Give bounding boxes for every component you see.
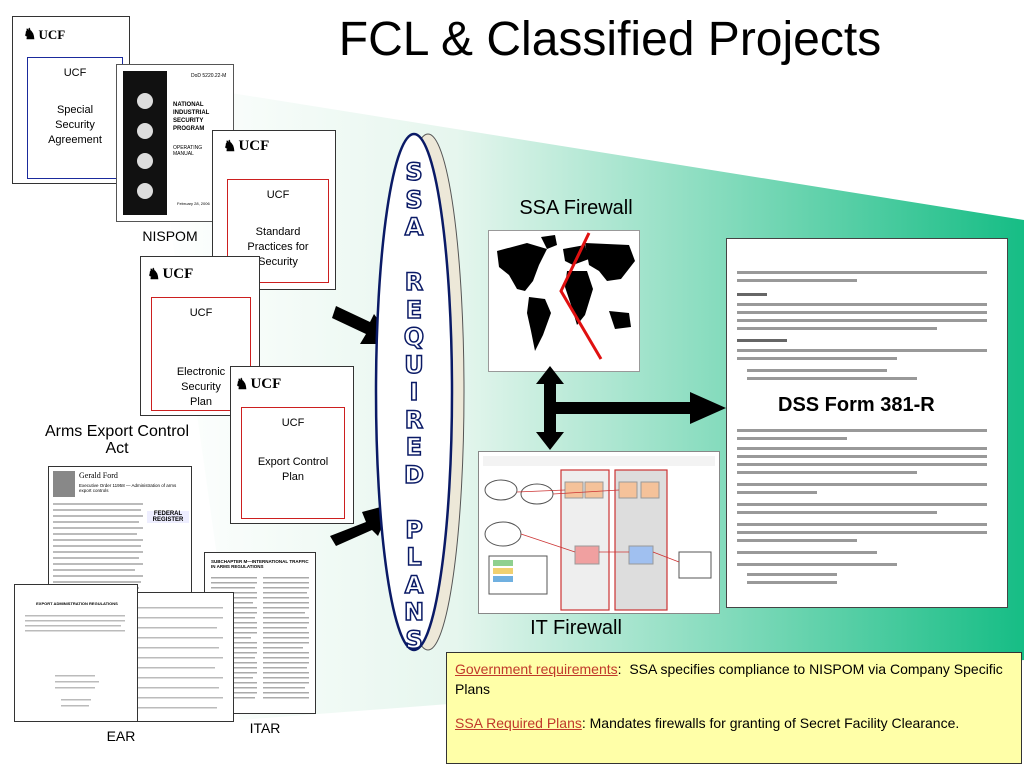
network-diagram-svg	[483, 456, 715, 611]
dss-form-label: DSS Form 381-R	[778, 394, 935, 416]
gov-requirements-paragraph: Government requirements: SSA specifies c…	[455, 661, 1003, 697]
nispom-subtitle: OPERATING MANUAL	[173, 145, 203, 157]
ssa-plans-letter: R	[404, 267, 424, 297]
pegasus-icon: ♞	[235, 377, 249, 393]
pegasus-icon: ♞	[147, 267, 161, 283]
ssa-firewall-label: SSA Firewall	[519, 197, 633, 219]
pegasus-icon: ♞	[223, 139, 237, 155]
ssa-plans-letter: P	[404, 515, 423, 545]
ecp-body: Export Control Plan	[257, 456, 329, 483]
text-lines	[211, 577, 309, 699]
nispom-date: February 28, 2006	[177, 201, 210, 206]
ecp-inner-box: UCF Export Control Plan	[241, 407, 345, 519]
greenland-shape	[541, 235, 557, 249]
nispom-black-band	[123, 71, 167, 215]
ssa-required-plans-oval	[374, 132, 465, 652]
gov-requirements-link[interactable]: Government requirements	[455, 661, 618, 677]
ucf-logo: ♞UCF	[23, 26, 66, 44]
ear-caption: EAR	[106, 728, 136, 744]
asia-shape	[585, 243, 635, 281]
ssa-plans-letter: A	[404, 570, 424, 600]
ssa-plans-letter: S	[405, 625, 424, 655]
ssa-plans-paragraph: SSA Required Plans: Mandates firewalls f…	[455, 715, 960, 731]
requirements-note: Government requirements: SSA specifies c…	[446, 652, 1022, 764]
africa-shape	[565, 271, 593, 325]
seal-icon	[137, 93, 153, 109]
nispom-caption: NISPOM	[142, 228, 198, 244]
europe-shape	[563, 245, 589, 265]
seal-icon	[137, 153, 153, 169]
south-america-shape	[527, 297, 551, 351]
ssa-plans-letter: S	[405, 157, 424, 187]
ssa-plans-letter: D	[403, 460, 424, 490]
itar-caption: ITAR	[249, 720, 281, 736]
fr-name: Gerald Ford	[79, 471, 118, 480]
nispom-banner: NATIONAL INDUSTRIAL SECURITY PROGRAM	[173, 102, 210, 132]
bidirectional-arrows	[536, 366, 726, 450]
world-map-image	[488, 230, 640, 372]
portrait-image	[53, 471, 75, 497]
arms-export-caption: Arms Export Control Act	[44, 423, 190, 457]
ucf-logo: ♞UCF	[235, 376, 282, 393]
ssa-plans-letter: Q	[403, 322, 425, 352]
ssa-plans-letter: E	[405, 295, 423, 325]
arrow-ecp	[330, 504, 392, 546]
ssa-plans-letter: E	[405, 432, 423, 462]
itar-header: SUBCHAPTER M—INTERNATIONAL TRAFFIC IN AR…	[211, 559, 309, 569]
text-lines	[25, 615, 125, 707]
pegasus-icon: ♞	[23, 27, 37, 43]
esp-inner-box: UCF Electronic Security Plan	[151, 297, 251, 411]
it-firewall-label: IT Firewall	[530, 617, 622, 639]
ssa-plans-letter: I	[409, 377, 419, 407]
ssa-plans-letter: R	[404, 405, 424, 435]
federal-register-document: Gerald Ford Executive Order 11958 — Admi…	[48, 466, 192, 604]
ssa-plans-letter: L	[406, 542, 423, 572]
ear-document: EXPORT ADMINISTRATION REGULATIONS	[14, 584, 138, 722]
world-map-svg	[497, 232, 635, 360]
fr-line1: Executive Order 11958 — Administration o…	[79, 483, 177, 493]
ear-header: EXPORT ADMINISTRATION REGULATIONS	[36, 601, 118, 606]
esp-head: UCF	[189, 307, 213, 319]
esp-body: Electronic Security Plan	[176, 366, 226, 408]
dss-form-document	[726, 238, 1008, 608]
seal-icon	[137, 183, 153, 199]
seal-icon	[137, 123, 153, 139]
slide-title: FCL & Classified Projects	[338, 13, 882, 66]
ssa-head: UCF	[63, 67, 87, 79]
ssa-plans-link[interactable]: SSA Required Plans	[455, 715, 582, 731]
dss-text-lines	[737, 271, 987, 584]
sps-head: UCF	[266, 189, 290, 201]
ecp-document: ♞UCF UCF Export Control Plan	[230, 366, 354, 524]
ssa-document: ♞UCF UCF Special Security Agreement	[12, 16, 130, 184]
ssa-plans-letter: S	[405, 185, 424, 215]
gov-requirements-text: SSA specifies compliance to NISPOM via C…	[455, 661, 1003, 697]
sps-body: Standard Practices for Security	[247, 226, 309, 268]
sps-inner-box: UCF Standard Practices for Security	[227, 179, 329, 283]
sps-document: ♞UCF UCF Standard Practices for Security	[212, 130, 336, 290]
ssa-body: Special Security Agreement	[48, 104, 102, 146]
ecp-head: UCF	[281, 417, 305, 429]
north-america-shape	[497, 243, 547, 291]
text-lines	[127, 607, 223, 709]
ssa-plans-letter: N	[403, 597, 425, 627]
it-network-diagram	[478, 451, 720, 614]
ssa-plans-text: Mandates firewalls for granting of Secre…	[589, 715, 960, 731]
horizontal-double-arrow	[550, 392, 726, 424]
ucf-logo: ♞UCF	[223, 138, 270, 155]
australia-shape	[609, 311, 631, 329]
fr-masthead: FEDERAL REGISTER	[147, 511, 189, 523]
nispom-dodref: DoD 5220.22-M	[191, 73, 227, 79]
ssa-plans-letter: A	[404, 212, 424, 242]
ucf-logo: ♞UCF	[147, 266, 194, 283]
ssa-inner-box: UCF Special Security Agreement	[27, 57, 123, 179]
firewall-line	[559, 232, 603, 360]
ssa-plans-letter: U	[404, 350, 425, 380]
